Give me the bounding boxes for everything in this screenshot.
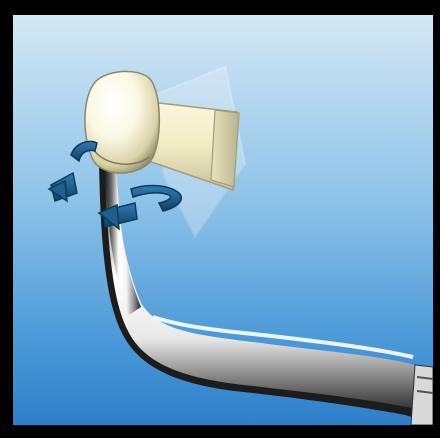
3d-viewport[interactable] [13,15,433,425]
pipe-end-flange [411,365,433,425]
scene-canvas [13,15,433,425]
ball-joint [85,71,159,173]
